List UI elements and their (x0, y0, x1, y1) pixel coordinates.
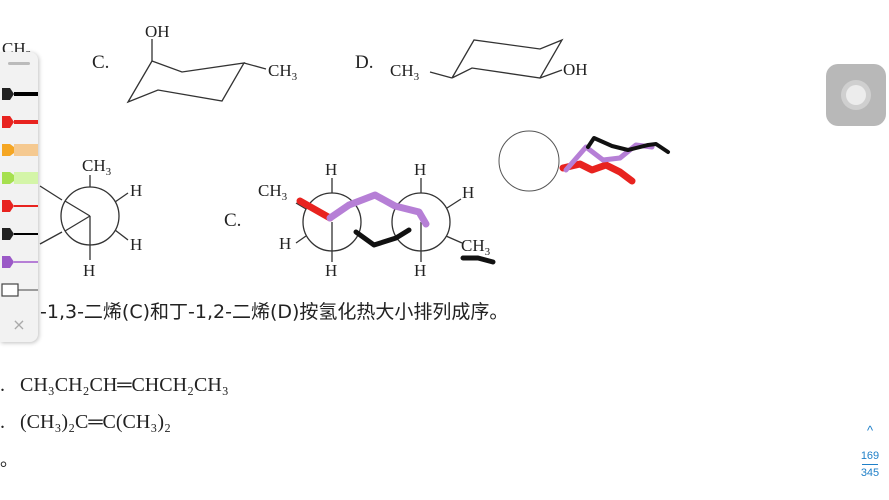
page-up-icon[interactable]: ^ (866, 423, 874, 438)
ink-red-chair (559, 160, 636, 185)
ink-black-stroke-newman (353, 227, 412, 248)
oh-label-d: OH (563, 60, 588, 79)
highlighter-icon (2, 172, 38, 184)
chair-structure-c (126, 39, 267, 104)
formula-1-bullet: . (0, 374, 5, 396)
formula-2: (CH₃)₂C═C(CH₃)₂ (20, 411, 171, 433)
annotation-toolbar: × (0, 52, 38, 342)
newman-c-right-h-bottom: H (414, 261, 426, 280)
newman-projection-b (39, 175, 129, 260)
current-page-number: 169 (860, 450, 880, 462)
formula-2-bullet: . (0, 411, 5, 433)
chair-structure-d (429, 38, 564, 79)
eraser-icon (1, 283, 38, 297)
ink-purple-stroke-newman (326, 191, 430, 228)
line-tail: 。 (0, 450, 18, 471)
black-thin-pen-tool[interactable] (0, 224, 38, 244)
red-pen-tool[interactable] (0, 112, 38, 132)
option-c-label: C. (92, 52, 109, 73)
ch3-label-d: CH3 (390, 61, 420, 83)
newman-c-right-h-right: H (462, 183, 474, 202)
orange-highlighter-tool[interactable] (0, 140, 38, 160)
toolbar-close-icon[interactable]: × (12, 315, 26, 334)
assistive-touch-button[interactable] (826, 64, 886, 126)
newman-c-ch3: CH3 (258, 181, 288, 203)
newman-b-h-upper: H (130, 181, 142, 200)
newman-b-h-bottom: H (83, 261, 95, 280)
page-separator (862, 464, 878, 465)
highlighter-icon (2, 144, 38, 156)
pen-icon (2, 228, 38, 240)
ink-annotations (296, 130, 670, 265)
question-text: -1,3-二烯(C)和丁-1,2-二烯(D)按氢化热大小排列成序。 (40, 301, 508, 323)
black-pen-tool[interactable] (0, 84, 38, 104)
newman-c-right-ch3: CH3 (461, 236, 491, 258)
option-d-label: D. (355, 52, 373, 73)
newman-projection-c-left (295, 178, 362, 262)
red-thin-pen-tool[interactable] (0, 196, 38, 216)
newman-c-left-h-bottom: H (325, 261, 337, 280)
pen-icon (2, 88, 38, 100)
toolbar-drag-handle[interactable] (8, 62, 30, 65)
newman-b-h-lower: H (130, 235, 142, 254)
eraser-tool[interactable] (0, 280, 38, 300)
ch3-label-c: CH3 (268, 61, 298, 83)
purple-pen-tool[interactable] (0, 252, 38, 272)
newman-c-left-h-left: H (279, 234, 291, 253)
ink-drawn-circle (498, 130, 560, 192)
newman-b-ch3: CH3 (82, 156, 112, 178)
total-page-count: 345 (860, 467, 880, 479)
oh-label-c: OH (145, 22, 170, 41)
formula-1: CH₃CH₂CH═CHCH₂CH₃ (20, 374, 229, 396)
pen-icon (2, 256, 38, 268)
pen-icon (2, 116, 38, 128)
page-navigator: ^ 169 345 (854, 424, 886, 494)
newman-c-left-h-top: H (325, 160, 337, 179)
ink-black-underline (460, 255, 496, 265)
pen-icon (2, 200, 38, 212)
newman-projection-c-right (391, 178, 463, 262)
newman-c-right-h-top: H (414, 160, 426, 179)
ink-black-chair (586, 136, 670, 154)
ink-red-stroke-newman (296, 197, 334, 222)
option-c2-label: C. (224, 210, 241, 231)
assistive-touch-dot (846, 85, 866, 105)
green-highlighter-tool[interactable] (0, 168, 38, 188)
